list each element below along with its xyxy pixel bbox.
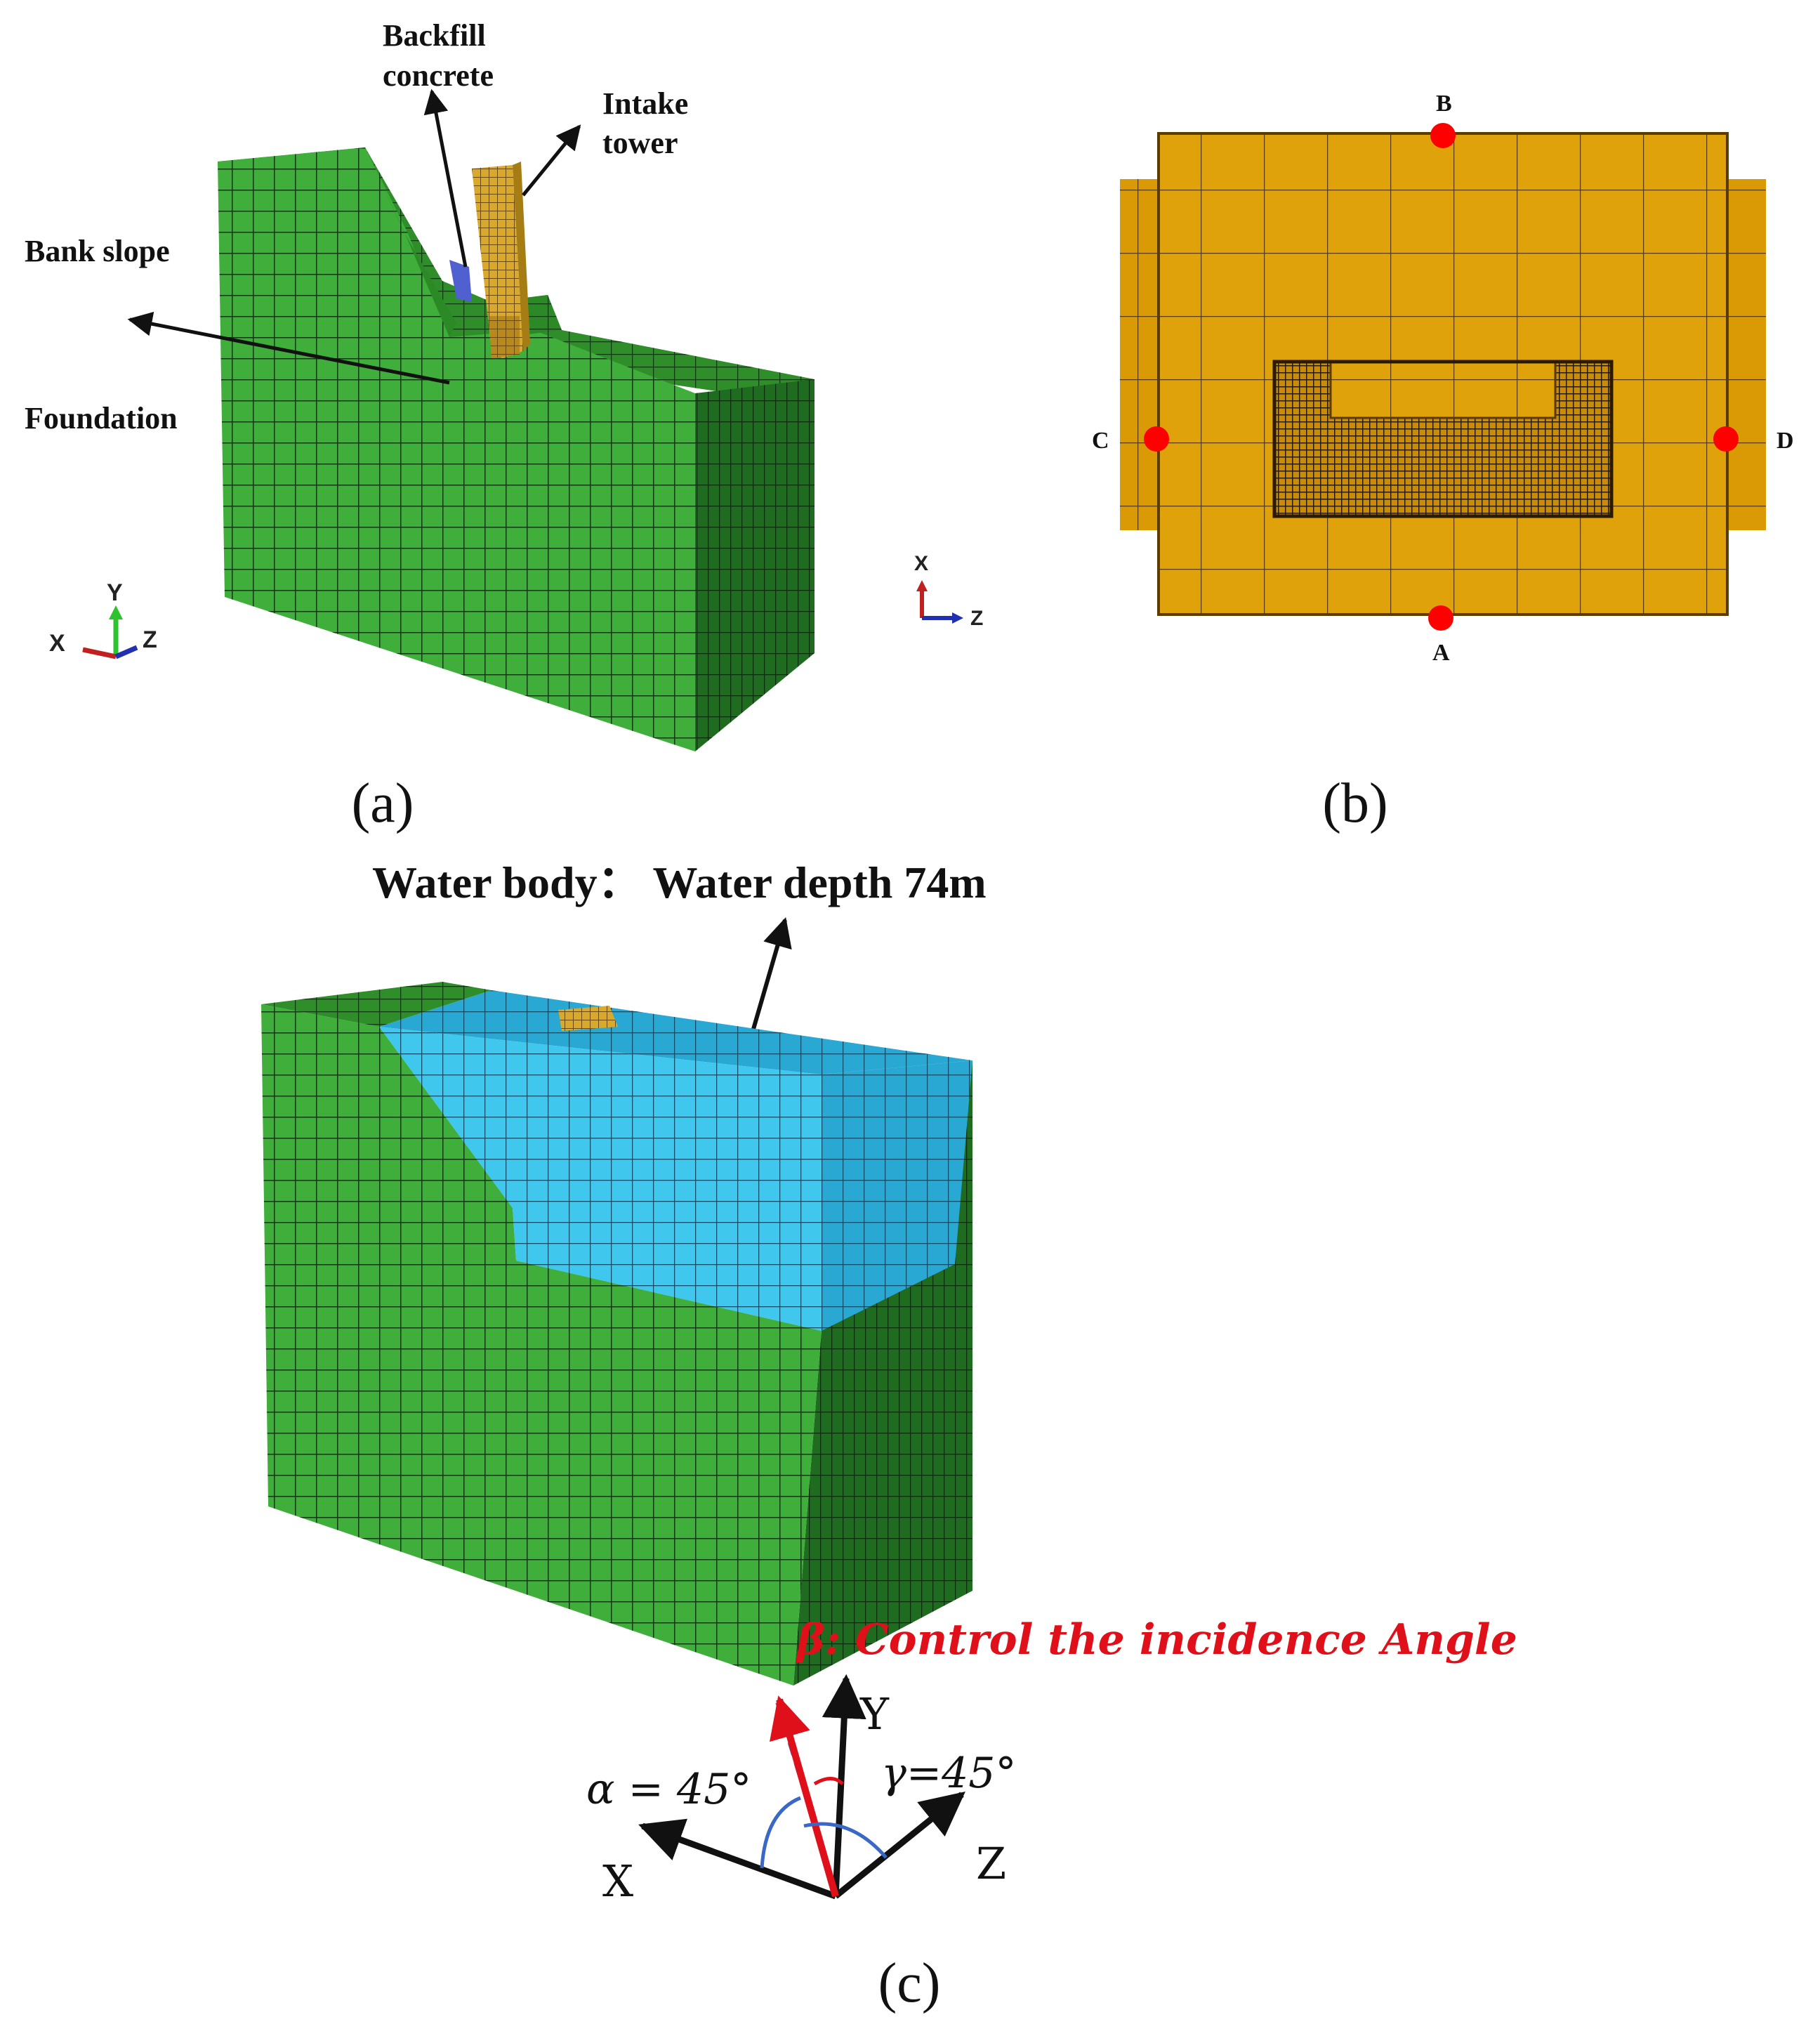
- point-d-marker: [1713, 426, 1739, 452]
- panel-b: B A C D X Z (b): [914, 91, 1794, 834]
- gamma-arc: [803, 1822, 888, 1859]
- panel-a: Backfill concrete Intake tower Bank slop…: [25, 18, 815, 834]
- intake-label-line2: tower: [602, 126, 678, 160]
- point-c-marker: [1144, 426, 1169, 452]
- backfill-label-line1: Backfill: [383, 18, 486, 53]
- control-angle-label: β: Control the incidence Angle: [796, 1615, 1517, 1664]
- intake-pointer: [522, 124, 581, 197]
- caption-a: (a): [352, 773, 414, 834]
- alpha-angle-label: α = 45°: [586, 1765, 751, 1814]
- intake-tower: [472, 162, 530, 358]
- backfill-concrete: [449, 260, 472, 302]
- axis-z-label-a: Z: [143, 626, 157, 653]
- incidence-axes: Y X Z α = 45° γ=45°: [586, 1674, 1016, 1907]
- backfill-label-line2: concrete: [383, 58, 494, 93]
- axis-y-label-a: Y: [107, 579, 123, 606]
- caption-b: (b): [1322, 773, 1387, 834]
- point-c-label: C: [1092, 428, 1109, 454]
- water-body: [379, 990, 972, 1331]
- caption-c: (c): [878, 1952, 941, 2014]
- axis-x-label-a: X: [49, 630, 65, 657]
- axis-x-label-b: X: [914, 552, 928, 575]
- soil-model-a: [218, 147, 815, 751]
- bank-foundation-pointer: [127, 311, 450, 385]
- gamma-angle-label: γ=45°: [881, 1749, 1016, 1798]
- tower-opening: [1272, 360, 1614, 518]
- axis-triad-b: X Z: [914, 552, 983, 630]
- alpha-arc: [760, 1796, 801, 1869]
- axis-z-label-b: Z: [970, 607, 983, 630]
- backfill-pointer: [423, 88, 468, 268]
- point-a-marker: [1428, 605, 1453, 631]
- foundation-label: Foundation: [25, 401, 178, 435]
- intake-label-line1: Intake: [602, 86, 688, 121]
- axis-y-label-c: Y: [859, 1688, 890, 1740]
- incident-ray: [769, 1695, 839, 1898]
- point-b-marker: [1430, 123, 1456, 148]
- x-axis-arrow: [638, 1818, 837, 1900]
- z-axis-arrow: [833, 1792, 965, 1899]
- panel-c: Water body： Water depth 74m: [261, 858, 1517, 2014]
- intake-tower-c: [558, 1006, 618, 1031]
- axis-z-label-c: Z: [976, 1838, 1006, 1889]
- point-b-label: B: [1436, 91, 1452, 117]
- point-d-label: D: [1776, 428, 1794, 454]
- y-axis-arrow: [822, 1674, 866, 1897]
- axis-x-label-c: X: [602, 1855, 633, 1907]
- beta-arc: [813, 1777, 844, 1786]
- water-body-label: Water body： Water depth 74m: [372, 858, 987, 907]
- axis-triad-a: Y X Z: [49, 579, 157, 659]
- bank-slope-label: Bank slope: [25, 234, 170, 268]
- point-a-label: A: [1432, 640, 1450, 666]
